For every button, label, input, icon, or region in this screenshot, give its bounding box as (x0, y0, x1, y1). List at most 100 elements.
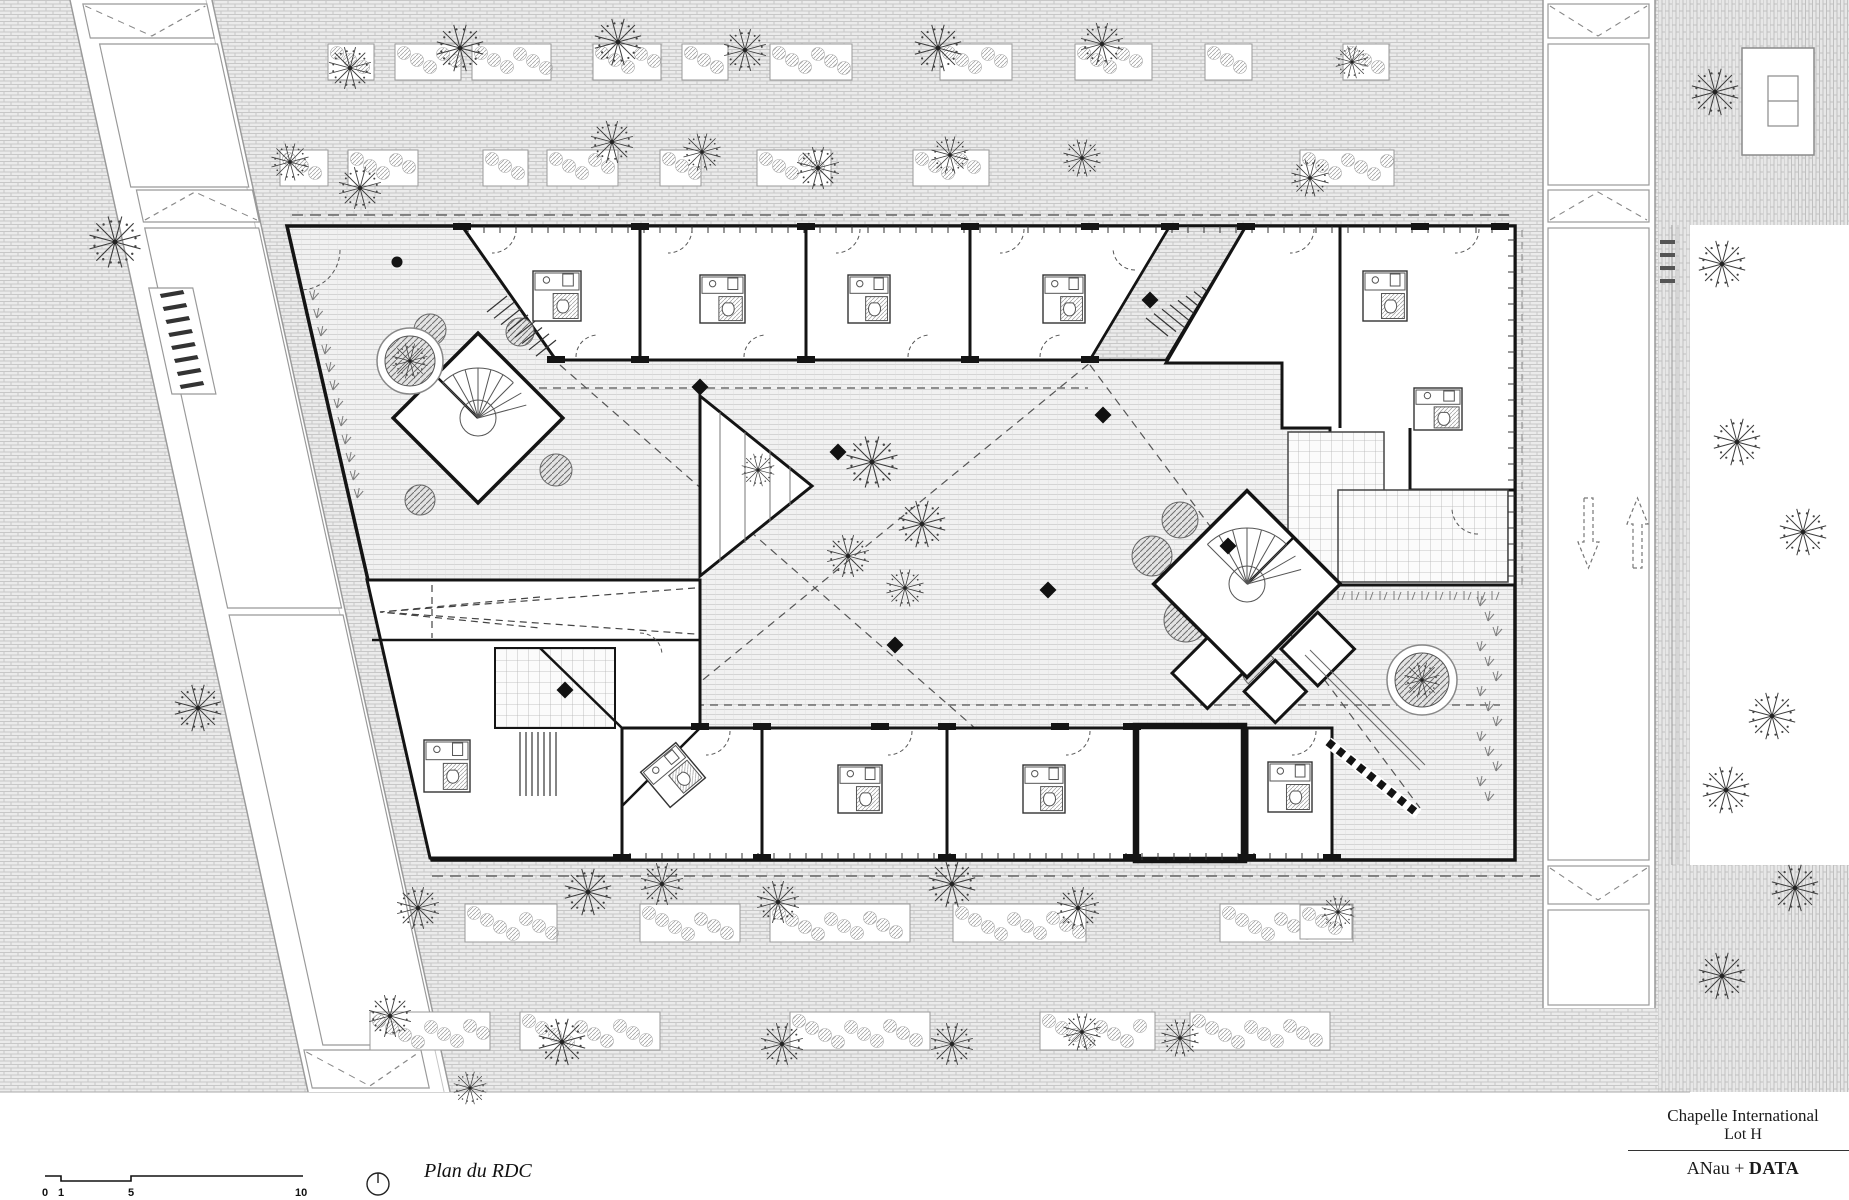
planting-strip (952, 903, 1087, 943)
kitchen-bath-icon (1362, 270, 1408, 322)
tree-icon (1748, 692, 1796, 740)
project-title: Chapelle International (1667, 1106, 1819, 1125)
planting-strip (639, 903, 741, 943)
planting-strip (1204, 43, 1253, 81)
scale-5: 5 (128, 1187, 134, 1199)
scale-10: 10 (295, 1187, 307, 1199)
planter-dot (886, 636, 904, 654)
tree-icon (369, 995, 411, 1037)
tree-icon (271, 143, 309, 181)
tree-icon (886, 569, 924, 607)
planting-strip (681, 43, 729, 81)
tree-icon (724, 29, 766, 71)
planting-strips (279, 43, 1395, 1051)
tree-icon (1335, 45, 1369, 79)
kitchen-bath-icon (847, 274, 891, 324)
tree-icon (89, 216, 141, 268)
tree-icon (339, 167, 381, 209)
planting-strip (789, 1011, 931, 1051)
tree-icon (761, 1023, 803, 1065)
door-swing (575, 334, 599, 358)
kitchen-bath-icon (837, 764, 883, 814)
door-swing (1451, 507, 1479, 535)
planting-strip (1299, 149, 1395, 187)
planting-strip (482, 149, 529, 187)
door-swing (887, 730, 913, 756)
grasses (309, 289, 1503, 802)
kitchen-bath-icon (532, 270, 582, 322)
tree-icon (1063, 139, 1101, 177)
tree-icon (741, 453, 775, 487)
tree-icon (641, 863, 683, 905)
door-swing (705, 730, 731, 756)
door-swing (1039, 334, 1063, 358)
door-swing (1291, 730, 1317, 756)
kitchen-bath-icon (1042, 274, 1086, 324)
tree-icon (928, 860, 976, 908)
planter-dot (829, 443, 847, 461)
tree-icon (846, 436, 898, 488)
tree-icon (914, 24, 962, 72)
planting-strip (369, 1011, 491, 1051)
tree-icon (564, 868, 612, 916)
kitchen-bath-icon (1413, 387, 1463, 431)
planting-strip (519, 1011, 661, 1051)
kitchen-bath-icon (423, 739, 471, 793)
scale-1: 1 (58, 1187, 64, 1199)
tree-icon (436, 24, 484, 72)
tree-icon (1057, 887, 1099, 929)
tree-icon (1291, 159, 1329, 197)
tree-icon (1404, 662, 1440, 698)
kitchen-bath-icon (1267, 761, 1313, 813)
right-road (1542, 0, 1679, 1008)
door-swing (835, 228, 861, 254)
door-swing (1112, 247, 1136, 271)
door-swing (639, 632, 663, 656)
units-south-row (620, 722, 1334, 864)
arrow-up-icon (1626, 496, 1649, 569)
scale-0: 0 (42, 1187, 48, 1199)
title-block: Chapelle International Lot H ANau + DATA (1628, 1106, 1849, 1179)
steps-icon (1660, 240, 1675, 283)
wedge-hall (698, 392, 815, 580)
planting-strip (1074, 43, 1153, 81)
tree-icon (1713, 418, 1761, 466)
planting-strip (347, 149, 419, 187)
building-lot-h (284, 214, 1540, 877)
units-northeast-block (1163, 224, 1517, 587)
planting-strip (471, 43, 553, 81)
stair-core-east (1131, 488, 1426, 819)
planting-strip (394, 43, 463, 81)
kitchen-bath-icon (1022, 764, 1066, 814)
trees (89, 18, 1827, 1105)
tree-icon (1771, 864, 1819, 912)
planting-strip (464, 903, 559, 943)
tree-icon (397, 887, 439, 929)
planter-dot (691, 378, 709, 396)
tree-icon (1081, 23, 1123, 65)
door-swing (1454, 228, 1480, 254)
plan-title: Plan du RDC (424, 1160, 532, 1182)
planting-strip (592, 43, 662, 81)
door-swing (667, 228, 693, 254)
planting-strip (546, 149, 619, 187)
lot-label: Lot H (1724, 1126, 1762, 1143)
tree-icon (931, 1023, 973, 1065)
tree-icon (1063, 1013, 1101, 1051)
left-road (69, 0, 451, 1092)
tree-icon (538, 1018, 586, 1066)
tree-icon (1779, 508, 1827, 556)
planting-strip (279, 149, 329, 187)
door-swing (907, 334, 931, 358)
planting-strip (939, 43, 1013, 81)
planting-strip (769, 903, 911, 943)
tree-icon (827, 535, 869, 577)
door-swing (743, 334, 767, 358)
door-sills (453, 223, 1509, 861)
tree-icon (1321, 895, 1355, 929)
tree-icon (898, 500, 946, 548)
planting-strip (912, 149, 990, 187)
tree-icon (931, 136, 969, 174)
tree-icon (392, 343, 428, 379)
